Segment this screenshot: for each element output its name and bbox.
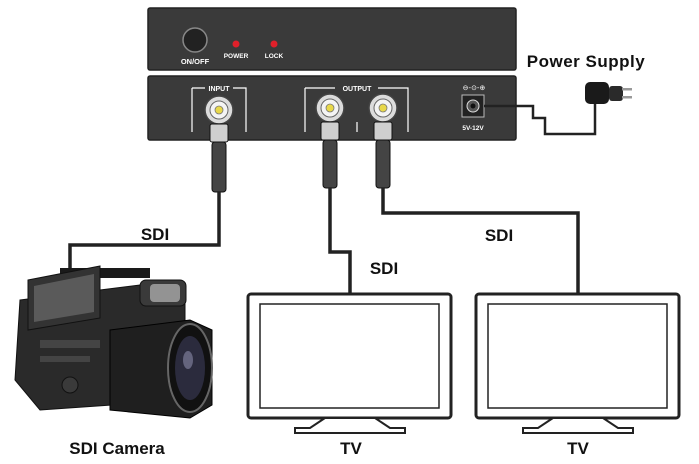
sdi-label-output-1: SDI [370,259,398,278]
tv-2-label: TV [567,439,589,458]
tv-1-label: TV [340,439,362,458]
camcorder-icon [14,265,213,419]
cable-input [68,192,221,275]
bnc-input-connector [204,95,234,125]
power-led-label: POWER [224,53,249,60]
dc-label: 5V-12V [462,125,484,132]
bnc-output-connector-1 [315,93,345,123]
switch-label: ON/OFF [181,57,210,66]
power-led [232,40,240,48]
sdi-label-input: SDI [141,225,169,244]
power-switch [182,27,208,53]
sdi-label-output-2: SDI [485,226,513,245]
tv-1-icon [246,292,453,434]
cable-power [484,102,597,136]
tv-2-icon [474,292,681,434]
input-label: INPUT [209,86,231,93]
device-front-panel: ON/OFF POWER LOCK [147,7,517,71]
cables [68,102,597,295]
bnc-output-connector-2 [368,93,398,123]
cable-output-2 [381,188,580,295]
lock-led-label: LOCK [265,53,284,60]
bnc-plugs [209,121,393,193]
camera-label: SDI Camera [69,439,165,458]
cable-output-1 [328,188,352,295]
dc-polarity-icon: ⊖-⊙-⊕ [463,84,486,92]
power-supply-label: Power Supply [527,52,645,71]
power-adapter-icon [585,82,632,104]
output-label: OUTPUT [343,86,373,93]
lock-led [270,40,278,48]
